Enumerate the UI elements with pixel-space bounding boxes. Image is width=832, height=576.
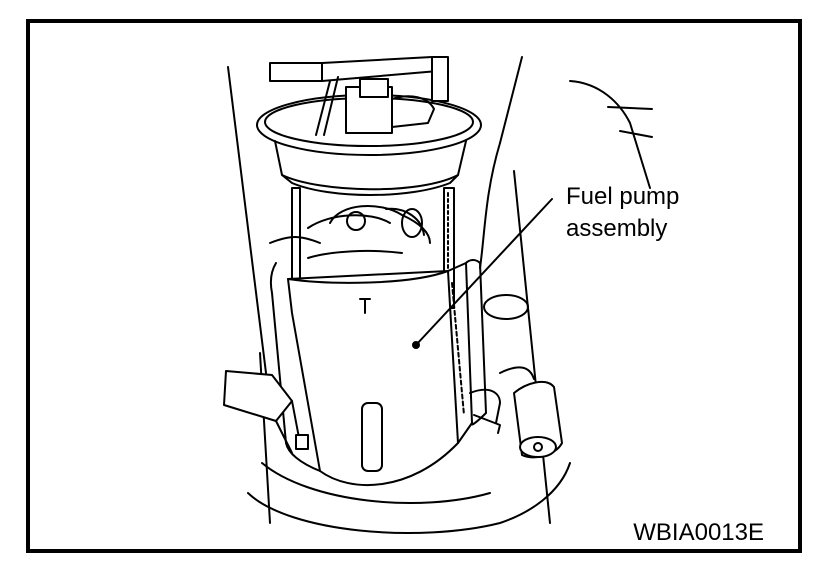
fuel-hoses xyxy=(569,80,653,189)
tank-opening xyxy=(483,294,529,320)
fuel-pump-illustration xyxy=(223,56,653,534)
pump-body xyxy=(269,259,487,487)
diagram-frame: Fuel pump assembly WBIA0013E xyxy=(26,19,802,553)
level-sender xyxy=(469,366,563,459)
figure-id: WBIA0013E xyxy=(633,519,764,546)
top-connector xyxy=(269,56,449,136)
pump-mechanism xyxy=(269,205,431,259)
callout-line-2: assembly xyxy=(566,215,668,242)
callout-leader xyxy=(412,198,553,349)
callout-fuel-pump-assembly: Fuel pump assembly xyxy=(566,181,679,245)
side-hose xyxy=(223,370,309,454)
callout-line-1: Fuel pump xyxy=(566,183,680,210)
